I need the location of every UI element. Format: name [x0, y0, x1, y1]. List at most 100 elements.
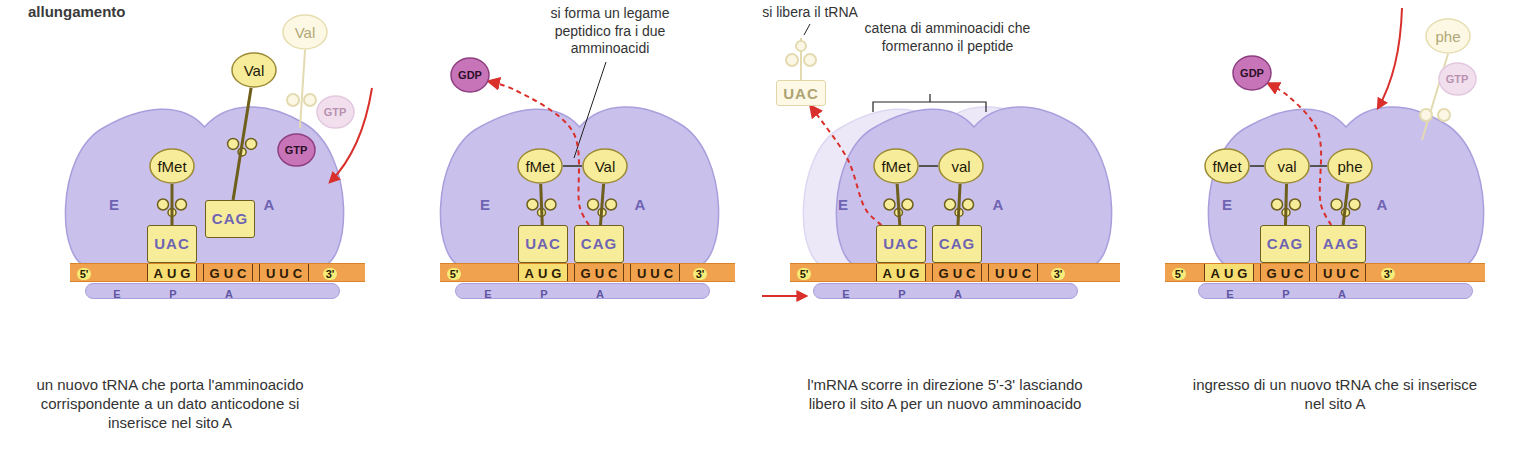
node-text: UAC: [783, 85, 819, 102]
diagram-title: allungamento: [28, 3, 126, 20]
codon-text: 5': [447, 268, 462, 280]
site-letter-box: E: [1215, 195, 1239, 215]
site-letter-box: E: [102, 195, 126, 215]
codon-cell: GUC: [1260, 264, 1310, 281]
node-text: GTP: [1446, 73, 1469, 85]
codon-text: UUC: [995, 266, 1035, 281]
node-text: fMet: [525, 158, 554, 175]
ghost-amino-acid: Val: [282, 14, 328, 50]
label-box: ingresso di un nuovo tRNA che si inseris…: [1190, 376, 1480, 414]
anticodon-box: UAC: [147, 225, 197, 263]
site-letter: E: [480, 196, 490, 213]
codon-cell: UUC: [630, 264, 680, 281]
node-text: UAC: [525, 234, 561, 254]
ghost-trna: [786, 38, 816, 80]
ghost-nucleotide: GTP: [1438, 62, 1477, 96]
ribosome-small-subunit: EPA: [1198, 283, 1473, 299]
annotation-text: si libera il tRNA: [762, 4, 858, 20]
codon-cell: AUG: [518, 264, 568, 281]
codon-cell: AUG: [876, 264, 926, 281]
site-letter: A: [954, 288, 962, 300]
node-text: Val: [595, 158, 616, 175]
codon-cell: GUC: [932, 264, 982, 281]
node-text: GDP: [458, 69, 482, 81]
mrna-strand: 5' AUG GUC UUC 3': [440, 263, 735, 282]
node-text: GTP: [324, 106, 347, 118]
annotation-text: si forma un legame peptidico fra i due a…: [550, 5, 669, 56]
label-box: un nuovo tRNA che porta l'amminoacido co…: [20, 376, 320, 432]
leader-line: [804, 24, 810, 35]
nucleotide-circle: GDP: [450, 57, 490, 93]
codon-cell: 5': [789, 264, 819, 283]
site-letter-box: E: [836, 284, 856, 302]
site-letter: P: [898, 288, 905, 300]
site-letter-box: A: [986, 195, 1010, 215]
label-box: si libera il tRNA: [745, 4, 875, 22]
node-text: Val: [244, 62, 265, 79]
ribosome-large-subunit: UACCAGEA: [437, 92, 722, 267]
site-letter: A: [264, 196, 275, 213]
anticodon-box: UAC: [876, 225, 926, 263]
codon-text: AUG: [1211, 266, 1252, 281]
amino-acid: val: [938, 148, 984, 184]
trna-stem: [1285, 184, 1286, 225]
codon-text: 3': [693, 268, 708, 280]
codon-cell: UUC: [988, 264, 1038, 281]
site-letter: E: [484, 288, 491, 300]
site-letter-box: E: [107, 284, 127, 302]
codon-cell: 5': [69, 264, 99, 283]
codon-text: UUC: [1323, 266, 1363, 281]
caption-text: ingresso di un nuovo tRNA che si inseris…: [1193, 376, 1477, 412]
node-text: val: [951, 158, 970, 175]
site-letter-box: P: [892, 284, 912, 302]
amino-acid: fMet: [1204, 148, 1250, 184]
node-text: CAG: [212, 209, 248, 229]
amino-acid: val: [1264, 148, 1310, 184]
node-text: phe: [1435, 28, 1460, 45]
codon-text: 3': [323, 268, 338, 280]
node-text: UAC: [883, 234, 919, 254]
anticodon-box: CAG: [205, 200, 255, 238]
label-box: l'mRNA scorre in direzione 5'-3' lascian…: [795, 376, 1095, 414]
node-text: GDP: [1240, 67, 1264, 79]
ribosome-small-subunit: EPA: [813, 283, 1078, 299]
site-letter-box: E: [473, 195, 497, 215]
ghost-nucleotide: GTP: [316, 95, 355, 129]
node-text: UAC: [154, 234, 190, 254]
anticodon-box: CAG: [932, 225, 982, 263]
site-letter: E: [1226, 288, 1233, 300]
amino-acid: fMet: [149, 148, 195, 184]
caption-text: l'mRNA scorre in direzione 5'-3' lascian…: [807, 376, 1082, 412]
site-letter-box: A: [948, 284, 968, 302]
codon-cell: AUG: [1204, 264, 1254, 281]
node-text: Val: [295, 24, 316, 41]
site-letter-box: P: [534, 284, 554, 302]
label-box: catena di amminoacidi che formeranno il …: [855, 20, 1040, 55]
codon-cell: 3': [1043, 264, 1073, 283]
movement-arrow: [762, 295, 806, 297]
codon-text: 5': [1172, 268, 1187, 280]
amino-acid: fMet: [517, 148, 563, 184]
node-text: CAG: [1267, 234, 1303, 254]
amino-acid: phe: [1327, 148, 1373, 184]
site-letter-box: P: [1276, 284, 1296, 302]
anticodon-box: AAG: [1316, 225, 1366, 263]
peptide-bond: [1310, 165, 1327, 167]
codon-text: AUG: [154, 266, 195, 281]
peptide-bond: [1250, 165, 1264, 167]
codon-cell: GUC: [574, 264, 624, 281]
codon-text: UUC: [266, 266, 306, 281]
trna-stem: [171, 184, 174, 225]
mrna-strand: 5' AUG GUC UUC 3': [70, 263, 365, 282]
site-letter: A: [1377, 196, 1388, 213]
codon-cell: UUC: [1316, 264, 1366, 281]
codon-text: GUC: [210, 266, 251, 281]
ribosome-small-subunit: EPA: [85, 283, 340, 299]
site-letter-box: E: [831, 195, 855, 215]
site-letter-box: A: [590, 284, 610, 302]
codon-cell: 3': [315, 264, 345, 283]
codon-text: 5': [77, 268, 92, 280]
site-letter: P: [169, 288, 176, 300]
codon-text: AUG: [883, 266, 924, 281]
